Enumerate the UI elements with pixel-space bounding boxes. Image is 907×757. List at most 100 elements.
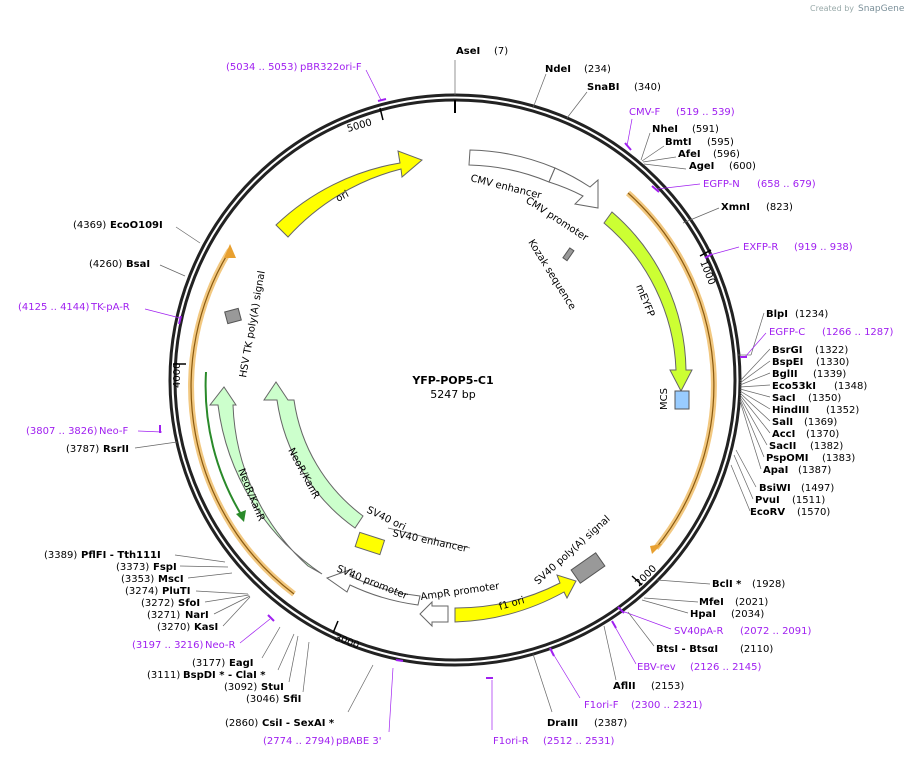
svg-text:BsaI: BsaI — [126, 259, 150, 270]
svg-text:XmnI: XmnI — [721, 202, 750, 213]
site-mfei[interactable]: MfeI (2021) — [643, 597, 768, 608]
svg-text:EXFP-R: EXFP-R — [743, 242, 778, 253]
site-asei[interactable]: AseI (7) — [454, 46, 508, 95]
plasmid-length: 5247 bp — [430, 388, 475, 401]
svg-text:SfiI: SfiI — [283, 694, 301, 705]
orf-arc-meyfp-line — [627, 192, 715, 549]
tick-mark-2000 — [631, 575, 643, 586]
primer-tk-pa-r[interactable]: (4125 .. 4144) TK-pA-R — [18, 302, 182, 325]
site-hpai[interactable]: HpaI (2034) — [641, 599, 764, 620]
svg-text:(4260): (4260) — [89, 259, 122, 270]
primer-pbabe3[interactable]: (2774 .. 2794) pBABE 3' — [263, 659, 404, 747]
site-apai[interactable]: ApaI (1387) — [739, 400, 831, 476]
site-ndei[interactable]: NdeI (234) — [532, 64, 611, 109]
primer-sv40pa-r[interactable]: SV40pA-R (2072 .. 2091) — [617, 606, 812, 637]
svg-text:(3353): (3353) — [121, 574, 154, 585]
primer-f1ori-f[interactable]: F1ori-F (2300 .. 2321) — [549, 647, 703, 711]
site-agei[interactable]: AgeI (600) — [643, 161, 756, 172]
svg-text:EGFP-N: EGFP-N — [703, 179, 740, 190]
primer-neo-f[interactable]: (3807 .. 3826) Neo-F — [26, 425, 163, 437]
svg-text:(2860): (2860) — [225, 718, 258, 729]
svg-text:(3270): (3270) — [157, 622, 190, 633]
site-csii[interactable]: (2860) CsiI - SexAI * — [225, 664, 374, 729]
site-pluti[interactable]: (3274) PluTI — [125, 586, 249, 597]
site-ecorv[interactable]: EcoRV (1570) — [730, 464, 830, 518]
svg-text:EcoRV: EcoRV — [750, 507, 785, 518]
primer-ebv-rev[interactable]: EBV-rev (2126 .. 2145) — [611, 620, 762, 673]
site-saci[interactable]: SacI (1350) — [739, 388, 841, 404]
svg-text:NheI: NheI — [652, 124, 678, 135]
site-sfii[interactable]: (3046) SfiI — [246, 641, 310, 705]
svg-text:pBR322ori-F: pBR322ori-F — [300, 62, 362, 73]
site-bglii[interactable]: BglII (1339) — [739, 369, 846, 386]
svg-text:(1370): (1370) — [806, 429, 839, 440]
svg-text:(1369): (1369) — [804, 417, 837, 428]
svg-text:BspEI: BspEI — [772, 357, 803, 368]
site-bsai[interactable]: (4260) BsaI — [89, 259, 186, 277]
site-acci[interactable]: AccI (1370) — [739, 394, 839, 440]
feature-neor-inner — [263, 381, 364, 529]
svg-text:BsiWI: BsiWI — [759, 483, 791, 494]
feature-ampr-promoter-label: AmpR promoter — [420, 581, 501, 603]
svg-text:PvuI: PvuI — [755, 495, 780, 506]
svg-text:(595): (595) — [707, 137, 734, 148]
site-aflii[interactable]: AflII (2153) — [603, 625, 684, 692]
site-eagi[interactable]: (3177) EagI — [192, 626, 281, 669]
site-rsrii[interactable]: (3787) RsrII — [66, 441, 178, 455]
svg-text:NarI: NarI — [185, 610, 209, 621]
primer-f1ori-r[interactable]: F1ori-R (2512 .. 2531) — [486, 677, 615, 747]
site-bmti[interactable]: BmtI (595) — [641, 137, 734, 162]
feature-mcs-label: MCS — [659, 388, 670, 410]
site-bcli[interactable]: BclI * (1928) — [656, 579, 785, 590]
feature-mcs — [674, 390, 690, 410]
feature-ori — [275, 150, 423, 238]
site-stui[interactable]: (3092) StuI — [224, 635, 299, 693]
site-bspdi[interactable]: (3111) BspDI * - ClaI * — [147, 633, 295, 681]
svg-text:(3389): (3389) — [44, 550, 77, 561]
primer-cmv-f[interactable]: CMV-F (519 .. 539) — [624, 107, 735, 151]
feature-sv40-enhancer-label: SV40 enhancer — [391, 528, 469, 555]
site-draiii[interactable]: DraIII (2387) — [532, 653, 627, 729]
credit-created-by: Created by — [810, 4, 854, 13]
primer-pbr322ori-f[interactable]: (5034 .. 5053) pBR322ori-F — [226, 62, 387, 102]
site-eco53ki[interactable]: Eco53kI (1348) — [739, 381, 867, 392]
site-pflfi[interactable]: (3389) PflFI - Tth111I — [44, 550, 226, 563]
svg-text:PspOMI: PspOMI — [766, 453, 808, 464]
svg-text:(4125 .. 4144): (4125 .. 4144) — [18, 302, 90, 313]
site-bsrgi[interactable]: BsrGI (1322) — [739, 345, 848, 382]
svg-text:(1570): (1570) — [797, 507, 830, 518]
primer-exfp-r[interactable]: EXFP-R (919 .. 938) — [704, 242, 853, 259]
svg-text:AgeI: AgeI — [689, 161, 714, 172]
site-nari[interactable]: (3271) NarI — [147, 595, 251, 621]
site-btsi[interactable]: BtsI - BtsαI (2110) — [627, 611, 773, 655]
site-fspi[interactable]: (3373) FspI — [116, 562, 229, 573]
svg-text:(2072 .. 2091): (2072 .. 2091) — [740, 626, 812, 637]
svg-text:BclI *: BclI * — [712, 579, 742, 590]
primer-neo-r[interactable]: (3197 .. 3216) Neo-R — [132, 614, 275, 651]
svg-text:MscI: MscI — [158, 574, 184, 585]
site-nhei[interactable]: NheI (591) — [640, 124, 719, 161]
site-sacii[interactable]: SacII (1382) — [739, 396, 843, 452]
svg-text:(340): (340) — [634, 82, 661, 93]
site-hindiii[interactable]: HindIII (1352) — [739, 390, 859, 416]
svg-text:TK-pA-R: TK-pA-R — [90, 302, 130, 313]
site-sali[interactable]: SalI (1369) — [739, 392, 837, 428]
site-pvui[interactable]: PvuI (1511) — [733, 454, 825, 506]
svg-text:BspDI * - ClaI *: BspDI * - ClaI * — [183, 670, 266, 681]
site-xmni[interactable]: XmnI (823) — [682, 202, 793, 224]
feature-kozak — [562, 247, 575, 262]
svg-text:AfeI: AfeI — [678, 149, 701, 160]
site-pspomi[interactable]: PspOMI (1383) — [739, 398, 855, 464]
primer-egfp-n[interactable]: EGFP-N (658 .. 679) — [651, 179, 816, 193]
svg-text:EcoO109I: EcoO109I — [110, 220, 163, 231]
site-snabi[interactable]: SnaBI (340) — [566, 82, 661, 119]
tick-mark-5000 — [379, 107, 384, 121]
site-ecoo109i[interactable]: (4369) EcoO109I — [73, 220, 201, 244]
primer-egfp-c[interactable]: EGFP-C (1266 .. 1287) — [740, 327, 894, 358]
site-kasi[interactable]: (3270) KasI — [157, 596, 251, 633]
site-afei[interactable]: AfeI (596) — [642, 149, 740, 163]
site-bsiwi[interactable]: BsiWI (1497) — [735, 449, 834, 494]
site-msci[interactable]: (3353) MscI — [121, 572, 233, 585]
site-sfoi[interactable]: (3272) SfoI — [141, 594, 250, 609]
site-bspei[interactable]: BspEI (1330) — [739, 357, 849, 384]
